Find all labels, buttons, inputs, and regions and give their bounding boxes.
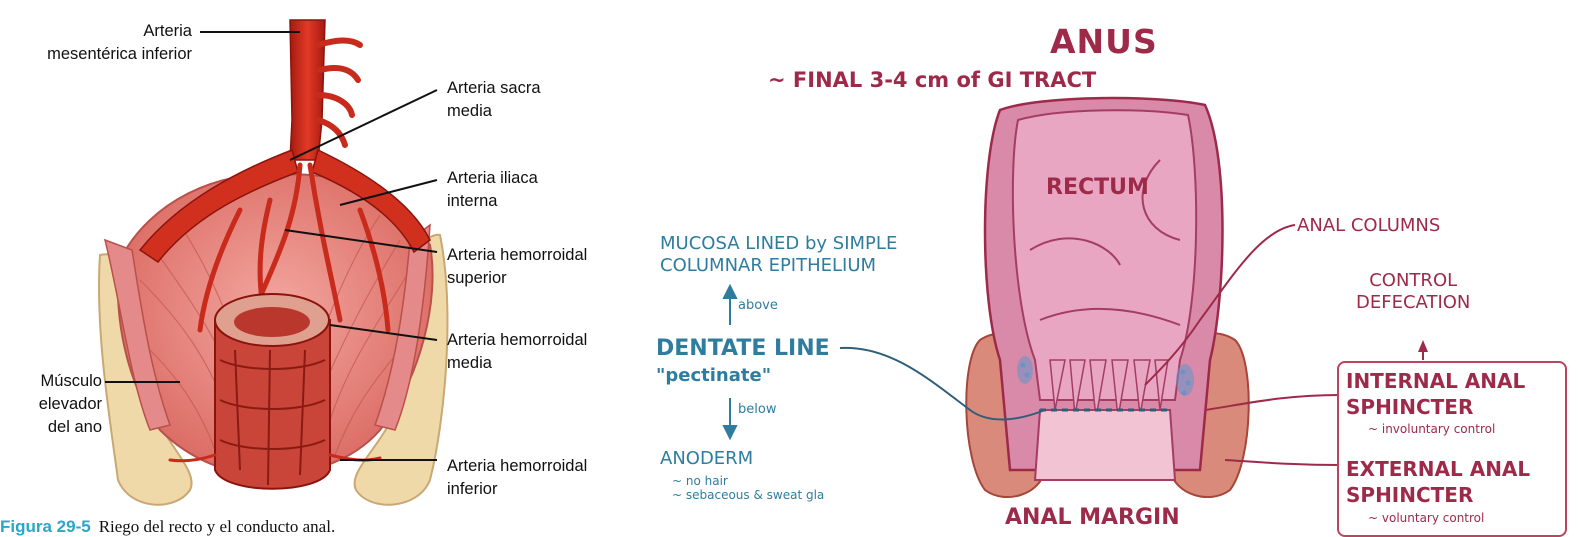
inferior-mesenteric-artery <box>289 19 326 161</box>
leader-lines <box>105 31 438 461</box>
external-sphincter-label: EXTERNAL ANAL SPHINCTER <box>1346 457 1531 507</box>
mucosa-label: MUCOSA LINED by SIMPLE COLUMNAR EPITHELI… <box>660 233 898 276</box>
control-defecation-label: CONTROL DEFECATION <box>1356 270 1471 313</box>
teal-leader-line <box>839 346 1046 421</box>
anal-margin-label: ANAL MARGIN <box>1005 505 1180 530</box>
anal-canal <box>1033 409 1177 481</box>
internal-iliac-artery-right <box>311 148 431 254</box>
internal-sphincter-dots <box>1017 356 1194 396</box>
rectum-label: RECTUM <box>1046 175 1149 200</box>
label-arteria-sacra: Arteria sacra media <box>447 79 541 120</box>
label-arteria-hemorroidal-inferior: Arteria hemorroidal inferior <box>447 457 588 498</box>
dentate-line-label: DENTATE LINE <box>656 336 830 361</box>
caption-number: Figura 29-5 <box>0 517 91 536</box>
diagram-subtitle: ~ FINAL 3-4 cm of GI TRACT <box>768 68 1097 92</box>
anoderm-notes: ~ no hair ~ sebaceous & sweat gla <box>672 474 825 502</box>
internal-iliac-artery-left <box>138 149 299 264</box>
label-arteria-hemorroidal-media: Arteria hemorroidal media <box>447 331 588 372</box>
dentate-arrows <box>722 283 738 441</box>
rectum-cylinder <box>214 293 331 490</box>
rectum-lumen <box>1011 109 1198 401</box>
rectal-blood-supply-illustration <box>98 19 449 506</box>
caption-text: Riego del recto y el conducto anal. <box>98 517 336 536</box>
arrow-up-control <box>1418 340 1428 352</box>
above-label: above <box>738 298 778 313</box>
anus-diagram-illustration <box>722 96 1428 499</box>
below-label: below <box>738 402 777 417</box>
internal-sphincter-label: INTERNAL ANAL SPHINCTER <box>1346 369 1526 419</box>
pectinate-label: "pectinate" <box>656 365 772 386</box>
superior-rectal-arteries <box>197 162 391 333</box>
diagram-title: ANUS <box>1050 22 1158 61</box>
sphincter-box <box>1337 361 1567 537</box>
anoderm-label: ANODERM <box>660 448 754 469</box>
figure-caption: Figura 29-5 Riego del recto y el conducto… <box>0 517 335 537</box>
anal-columns-label: ANAL COLUMNS <box>1297 215 1441 236</box>
label-arteria-hemorroidal-superior: Arteria hemorroidal superior <box>447 246 588 287</box>
label-arteria-mesenterica: Arteria mesentérica inferior <box>47 22 192 63</box>
label-musculo-elevador: Músculo elevador del ano <box>38 372 102 436</box>
mesenteric-branches <box>315 37 363 148</box>
label-arteria-iliaca: Arteria iliaca interna <box>447 169 538 210</box>
internal-sphincter-note: ~ involuntary control <box>1368 422 1496 436</box>
external-sphincter-note: ~ voluntary control <box>1368 511 1485 525</box>
maroon-leader-lines <box>1144 224 1424 466</box>
rectal-folds <box>1029 159 1181 326</box>
